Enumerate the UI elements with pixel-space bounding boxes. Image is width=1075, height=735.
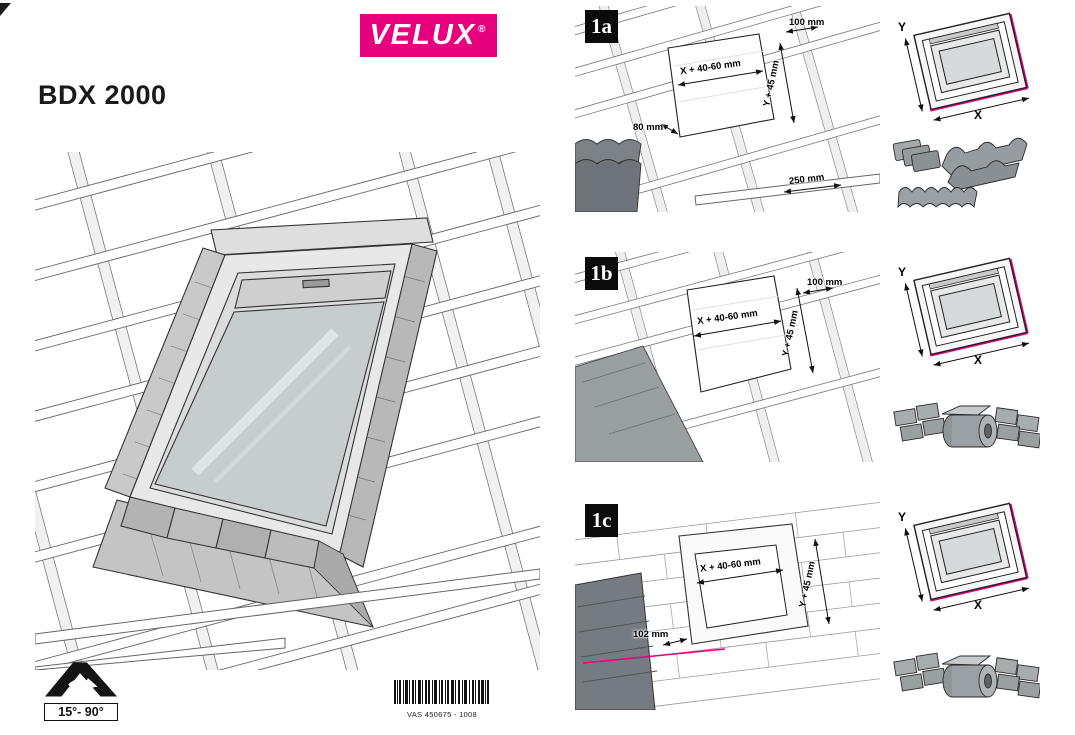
- frame-drawing-1a: [890, 8, 1040, 126]
- roof-pitch-indicator: 15°- 90°: [44, 656, 118, 721]
- underfelt-opening: [686, 275, 792, 393]
- frame-drawing-1b: [890, 253, 1040, 371]
- roof-opening-illustration-1c: X + 40-60 mm Y + 45 mm 102 mm: [575, 497, 880, 710]
- roof-tiles-icon: [888, 128, 1040, 213]
- underfelt-opening: [694, 544, 788, 629]
- front-batten-lower: [35, 637, 286, 670]
- barcode-text: VAS 450675 - 1008: [406, 710, 477, 719]
- shingle-stack: [575, 572, 656, 710]
- roof-opening-illustration-1b: 100 mm X + 40-60 mm Y + 45 mm: [575, 252, 880, 462]
- window-frame-diagram-1c: Y X: [890, 498, 1040, 616]
- barcode: [394, 680, 489, 704]
- frame-drawing-1c: [890, 498, 1040, 616]
- x-axis-label-1b: X: [974, 353, 983, 367]
- dim-label-top-offset-1a: 100 mm: [789, 17, 825, 28]
- dimension-arrows: [662, 538, 831, 647]
- chalk-line: [582, 648, 726, 664]
- step-label-1c: 1c: [585, 504, 618, 537]
- page-title: BDX 2000: [38, 80, 167, 110]
- roof-opening-illustration-1a: 100 mm X + 40-60 mm Y + 45 mm 80 mm 250 …: [575, 6, 880, 212]
- velux-logo: VELUX®: [360, 14, 497, 57]
- dim-label-side-offset-1c: 102 mm: [633, 629, 669, 640]
- shingles-and-roll-icon-1c: [890, 644, 1040, 714]
- registered-mark: ®: [478, 24, 488, 35]
- roof-opening-drawing-1a: [575, 6, 880, 212]
- corner-print-mark: [0, 3, 11, 16]
- y-axis-label-1a: Y: [898, 20, 907, 34]
- main-installation-illustration: [35, 152, 540, 670]
- window-frame-diagram-1b: Y X: [890, 253, 1040, 371]
- step-label-1b: 1b: [585, 257, 618, 290]
- dimension-arrows: [693, 286, 834, 374]
- velux-logo-text: VELUX: [369, 19, 477, 51]
- underfelt-opening: [667, 33, 775, 138]
- dim-label-side-offset-1a: 80 mm: [633, 122, 664, 133]
- dim-label-top-offset-1b: 100 mm: [807, 277, 843, 288]
- roofing-material: [575, 345, 704, 462]
- pitch-range-value: 15°- 90°: [44, 703, 118, 721]
- roof-pitch-icon: [44, 662, 118, 697]
- step-label-1a: 1a: [585, 10, 618, 43]
- barcode-block: VAS 450675 - 1008: [394, 680, 490, 719]
- roof-opening-drawing-1c: [575, 500, 880, 710]
- roof-window-assembly: [92, 217, 438, 628]
- x-axis-label-1c: X: [974, 598, 983, 612]
- y-axis-label-1b: Y: [898, 265, 907, 279]
- roof-tiles: [575, 139, 642, 212]
- x-axis-label-1a: X: [974, 108, 983, 122]
- front-batten: [35, 568, 540, 645]
- shingles-and-roll-icon-1b: [890, 394, 1040, 464]
- dimension-arrows: [660, 25, 842, 194]
- window-frame-diagram-1a: Y X: [890, 8, 1040, 126]
- y-axis-label-1c: Y: [898, 510, 907, 524]
